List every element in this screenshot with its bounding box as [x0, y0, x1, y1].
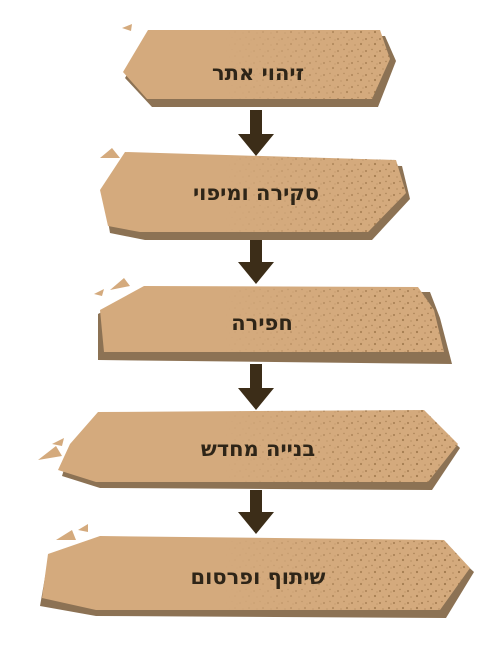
arrow-1 — [238, 110, 274, 156]
step-5: שיתוף ופרסום — [40, 524, 474, 618]
step-2: סקירה ומיפוי — [100, 148, 410, 240]
step-2-label: סקירה ומיפוי — [193, 181, 319, 205]
step-3-texture — [100, 286, 444, 352]
step-4-chip-b — [52, 438, 64, 446]
step-5-chip-a — [56, 530, 76, 540]
arrow-3-head — [238, 388, 274, 410]
step-4-chip-a — [38, 446, 62, 460]
step-3: חפירה — [94, 278, 452, 364]
step-1-label: זיהוי אתר — [212, 61, 304, 85]
step-4-label: בנייה מחדש — [201, 437, 315, 461]
step-2-texture — [100, 152, 406, 232]
step-1-chip — [122, 24, 132, 31]
step-3-label: חפירה — [231, 311, 293, 335]
arrow-2 — [238, 240, 274, 284]
step-2-chip — [100, 148, 120, 158]
step-4: בנייה מחדש — [38, 410, 460, 490]
step-3-chip-a — [110, 278, 130, 290]
step-5-texture — [42, 536, 470, 610]
arrow-4-head — [238, 512, 274, 534]
arrow-4 — [238, 490, 274, 534]
arrow-1-head — [238, 134, 274, 156]
arrow-4-shaft — [250, 490, 262, 512]
arrow-2-shaft — [250, 240, 262, 262]
step-3-chip-b — [94, 289, 104, 296]
step-5-chip-b — [78, 524, 88, 532]
step-4-texture — [58, 410, 458, 482]
step-1: זיהוי אתר — [122, 24, 396, 107]
arrow-1-shaft — [250, 110, 262, 134]
arrow-2-head — [238, 262, 274, 284]
step-1-texture — [123, 30, 390, 99]
step-5-label: שיתוף ופרסום — [191, 565, 326, 589]
arrow-3-shaft — [250, 364, 262, 388]
arrow-3 — [238, 364, 274, 410]
